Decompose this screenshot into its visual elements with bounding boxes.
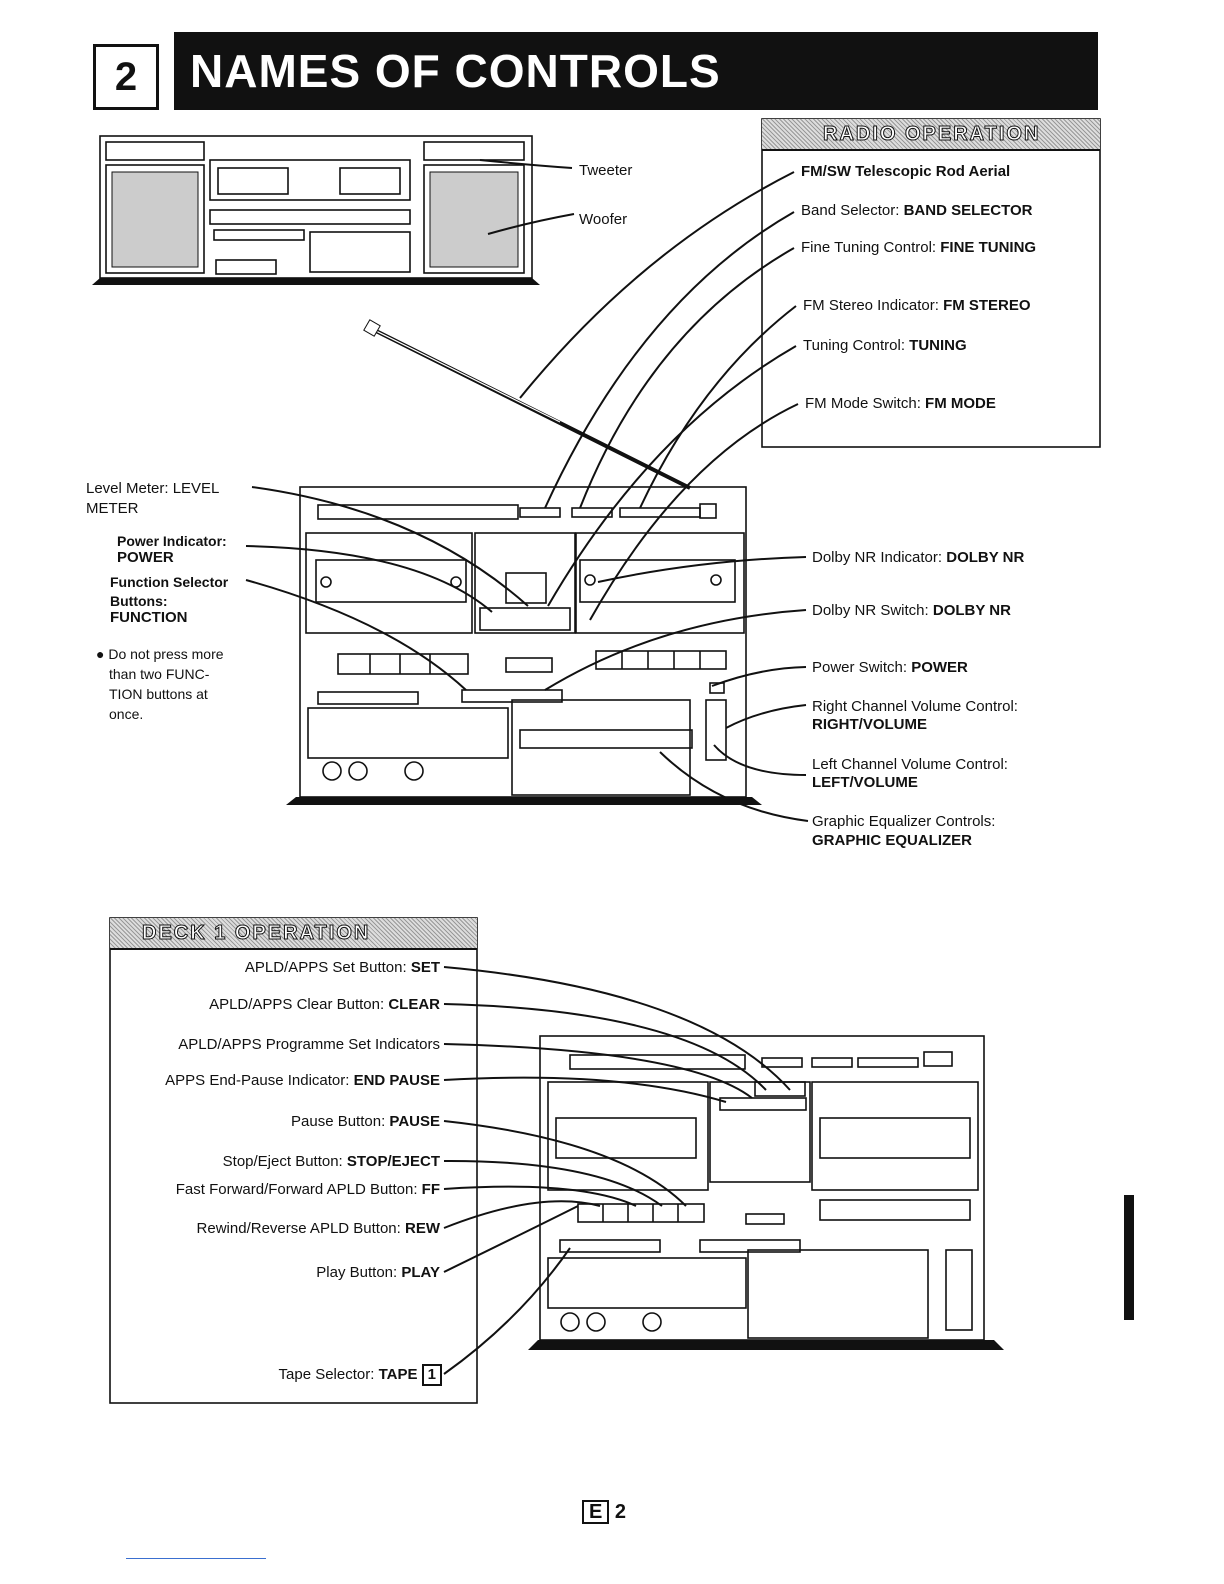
margin-bar [1124,1195,1134,1320]
deck-item-clear: APLD/APPS Clear Button: CLEAR [209,996,440,1013]
function-note: ● Do not press more than two FUNC- TION … [96,646,224,722]
radio-item-tuning: Tuning Control: TUNING [803,337,967,354]
tweeter-label: Tweeter [579,162,633,179]
function-label-2: Buttons: [110,593,168,609]
section-number: 2 [93,44,159,110]
radio-item-band: Band Selector: BAND SELECTOR [801,202,1033,219]
dolby-switch-label: Dolby NR Switch: DOLBY NR [812,602,1011,619]
power-switch-label: Power Switch: POWER [812,659,968,676]
deck-item-stop: Stop/Eject Button: STOP/EJECT [222,1153,440,1170]
deck-item-endpause: APPS End-Pause Indicator: END PAUSE [165,1072,440,1089]
right-volume-label: Right Channel Volume Control: [812,698,1018,715]
graphic-eq-value: GRAPHIC EQUALIZER [812,832,973,849]
radio-item-fmmode: FM Mode Switch: FM MODE [805,395,996,412]
page-letter: E [582,1500,610,1524]
page-footer: E 2 [582,1500,626,1524]
small-unit-illustration [92,135,540,285]
left-volume-label: Left Channel Volume Control: [812,756,1008,773]
page-number: 2 [614,1501,627,1523]
function-value: FUNCTION [110,609,188,626]
deck-item-pause: Pause Button: PAUSE [291,1113,440,1130]
deck-item-ff: Fast Forward/Forward APLD Button: FF [175,1181,440,1198]
radio-item-stereo: FM Stereo Indicator: FM STEREO [803,297,1031,314]
woofer-label: Woofer [579,211,628,228]
power-indicator-value: POWER [117,549,174,566]
left-volume-value: LEFT/VOLUME [812,774,918,791]
deck-item-indicators: APLD/APPS Programme Set Indicators [178,1036,440,1053]
radio-heading-band: RADIO OPERATION [762,119,1100,151]
footer-rule [126,1558,266,1559]
deck-item-play: Play Button: PLAY [316,1264,440,1281]
level-meter-label-2: METER [86,500,139,517]
radio-item-aerial: FM/SW Telescopic Rod Aerial [801,163,1011,180]
radio-item-fine: Fine Tuning Control: FINE TUNING [801,239,1037,256]
page-title: NAMES OF CONTROLS [190,45,721,97]
antenna [363,319,691,490]
power-indicator-label: Power Indicator: [117,533,227,549]
deck-item-set: APLD/APPS Set Button: SET [244,959,440,976]
dolby-indicator-label: Dolby NR Indicator: DOLBY NR [812,549,1025,566]
radio-heading: RADIO OPERATION [822,123,1041,146]
level-meter-label: Level Meter: LEVEL [86,480,220,497]
graphic-eq-label: Graphic Equalizer Controls: [812,813,996,830]
tape-number-box: 1 [421,1364,442,1386]
function-label: Function Selector [110,574,229,590]
right-volume-value: RIGHT/VOLUME [812,716,927,733]
deck-heading-band: DECK 1 OPERATION [110,918,477,950]
deck-heading: DECK 1 OPERATION [141,922,371,945]
title-bar [174,32,1098,110]
deck-unit-illustration [528,1035,1004,1350]
deck-item-tape: Tape Selector: TAPE 1 [279,1364,442,1386]
deck-item-rew: Rewind/Reverse APLD Button: REW [196,1220,440,1237]
main-unit-illustration [286,486,762,805]
